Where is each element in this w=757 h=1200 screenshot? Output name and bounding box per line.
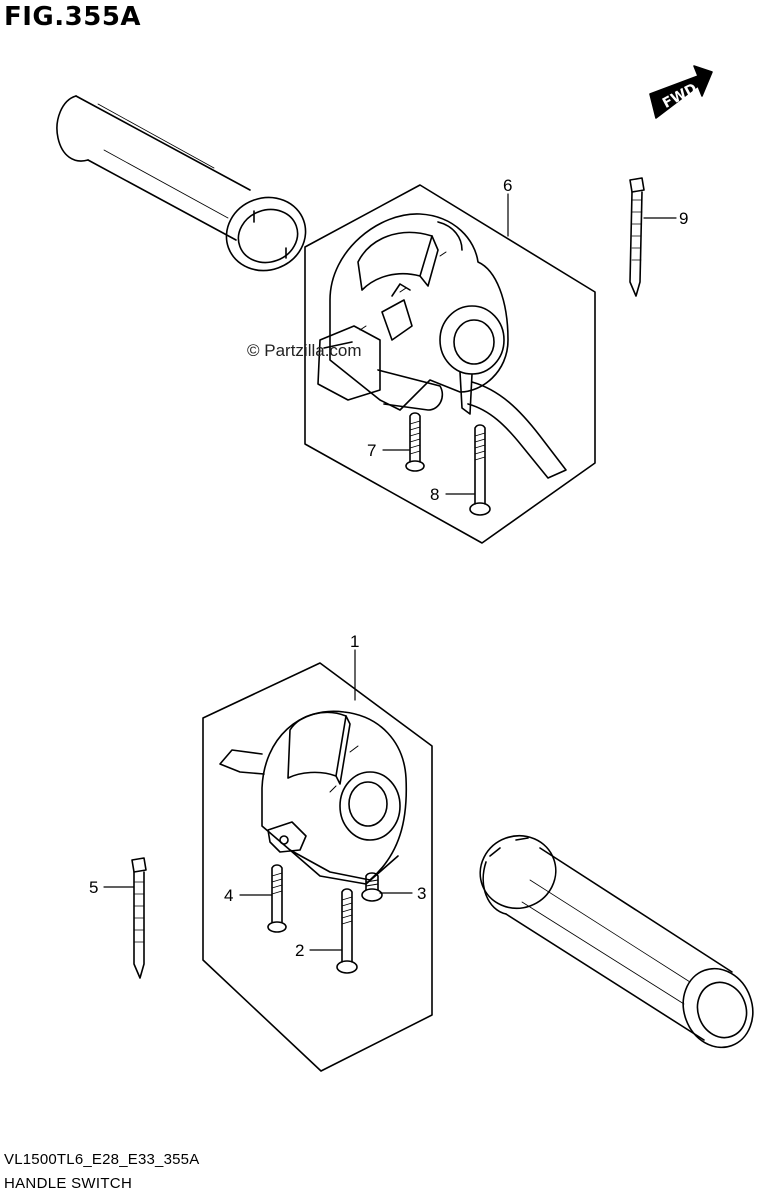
figure-code: VL1500TL6_E28_E33_355A: [4, 1151, 200, 1168]
screw-4: [267, 864, 287, 933]
left-grip: [56, 95, 307, 272]
callout-8: 8: [430, 485, 440, 504]
switch-box-right: [202, 662, 433, 1072]
screw-3: [361, 872, 383, 902]
callout-3: 3: [417, 884, 427, 903]
leader-lines: [103, 193, 677, 951]
callout-4: 4: [224, 886, 234, 905]
callout-6: 6: [503, 176, 513, 195]
callout-9: 9: [679, 209, 689, 228]
switch-box-left: [304, 184, 596, 544]
right-grip: [479, 834, 754, 1049]
figure-title: FIG.355A: [4, 2, 142, 32]
screw-7: [405, 412, 425, 472]
cable-tie-9: [629, 177, 645, 297]
right-handle-switch: [219, 710, 408, 885]
callout-7: 7: [367, 441, 377, 460]
screw-2: [336, 888, 358, 974]
figure-caption: HANDLE SWITCH: [4, 1175, 133, 1192]
callout-5: 5: [89, 878, 99, 897]
watermark-text: © Partzilla.com: [247, 341, 362, 360]
left-handle-switch: [317, 213, 567, 479]
screw-8: [469, 424, 491, 516]
callout-2: 2: [295, 941, 305, 960]
fwd-arrow-icon: FWD: [649, 65, 713, 119]
callout-1: 1: [350, 632, 360, 651]
cable-tie-5: [131, 857, 147, 979]
